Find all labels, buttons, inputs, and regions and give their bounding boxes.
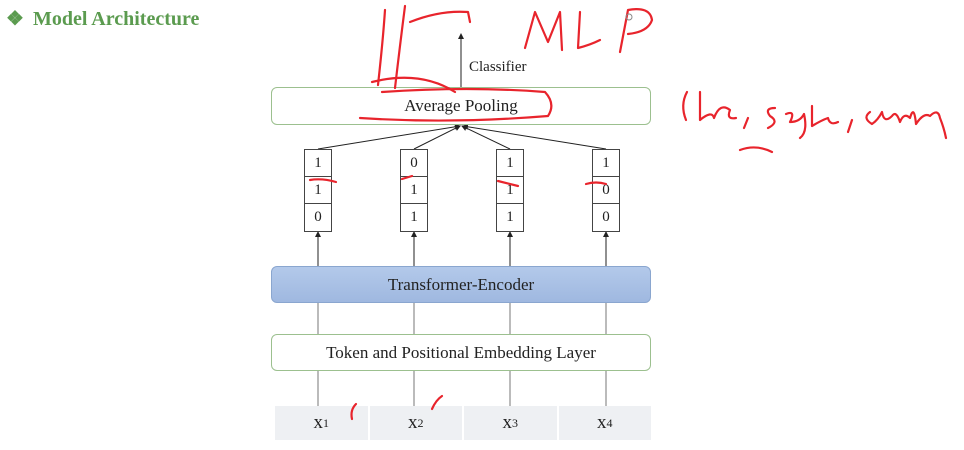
token-subscript: 1 [323,415,329,430]
diamond-bullet-icon: ❖ [6,8,24,30]
vector-cell: 0 [602,209,610,225]
vector-cell: 0 [314,209,322,225]
token-base: x [313,412,324,433]
output-vector-2: 0 1 1 [400,149,428,232]
classifier-label: Classifier [469,59,527,75]
vector-1-to-pool-arrow [317,123,461,150]
vector-cell: 1 [305,177,331,204]
vector-cell: 1 [593,150,619,177]
vector-cell: 1 [497,150,523,177]
token-base: x [408,412,418,433]
transformer-encoder-label: Transformer-Encoder [387,274,535,294]
vector-cell: 0 [401,150,427,177]
output-vector-4: 1 0 0 [592,149,620,232]
vector-cell: 1 [506,209,514,225]
transformer-encoder-box: Transformer-Encoder [271,266,651,303]
output-vector-1: 1 1 0 [304,149,332,232]
vector-2-to-pool-arrow [413,125,461,150]
vector-cell: 0 [593,177,619,204]
slide-title-text: Model Architecture [32,8,200,30]
token-subscript: 2 [417,415,424,430]
vector-4-to-pool-arrow [462,123,607,150]
vector-cell: 1 [305,150,331,177]
vector-cell: 1 [410,209,418,225]
vector-3-to-pool-arrow [461,125,511,150]
slide-title: ❖ Model Architecture [6,6,199,31]
vector-cell: 1 [497,177,523,204]
embedding-layer-box: Token and Positional Embedding Layer [271,334,651,371]
token-base: x [597,412,607,433]
vector-cell: 1 [401,177,427,204]
average-pooling-label: Average Pooling [404,96,518,115]
embedding-layer-label: Token and Positional Embedding Layer [326,342,596,362]
average-pooling-box: Average Pooling [271,87,651,125]
token-subscript: 4 [606,415,613,430]
output-vector-3: 1 1 1 [496,149,524,232]
token-base: x [502,412,513,433]
token-subscript: 3 [512,415,518,430]
